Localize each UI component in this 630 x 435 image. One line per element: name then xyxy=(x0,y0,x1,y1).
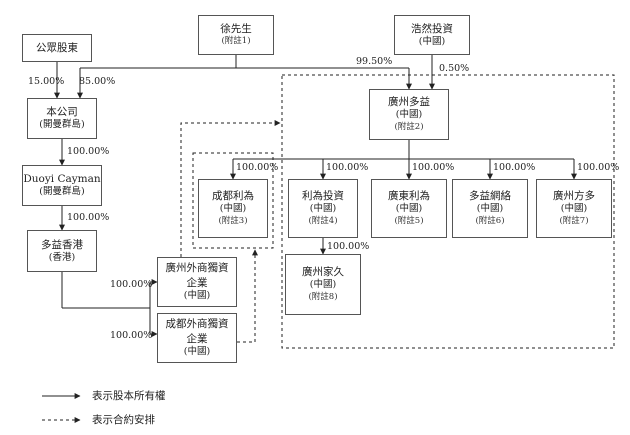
node-label-2: 企業 xyxy=(186,332,208,345)
node-gz-fangduo: 廣州方多 (中國) (附註7) xyxy=(536,179,612,238)
node-region: (開曼群島) xyxy=(39,186,85,198)
node-note: (附註3) xyxy=(218,216,248,227)
node-mr-xu: 徐先生 (附註1) xyxy=(198,15,274,55)
node-note: (附註8) xyxy=(308,292,338,303)
node-label: 本公司 xyxy=(46,106,78,118)
node-region: (中國) xyxy=(219,203,247,215)
node-region: (中國) xyxy=(560,203,588,215)
node-note: (附註7) xyxy=(559,216,589,227)
node-public-shareholders: 公眾股東 xyxy=(22,34,92,62)
pct-hk-cdwfoe: 100.00% xyxy=(110,330,153,341)
pct-public-company: 15.00% xyxy=(28,76,65,87)
node-region: (中國) xyxy=(183,345,211,357)
node-note: (附註2) xyxy=(394,122,424,133)
node-region: (中國) xyxy=(395,109,423,121)
node-gz-duoyi: 廣州多益 (中國) (附註2) xyxy=(369,89,449,140)
node-label: 廣州方多 xyxy=(553,190,595,203)
node-label: 廣州外商獨資 xyxy=(165,262,229,275)
node-region: (香港) xyxy=(48,251,76,263)
node-label: 多益香港 xyxy=(41,238,83,251)
node-note: (附註6) xyxy=(475,216,505,227)
node-gz-jiajiu: 廣州家久 (中國) (附註8) xyxy=(285,254,361,315)
pct-xu-company: 85.00% xyxy=(79,76,116,87)
node-gd-liwei: 廣東利為 (中國) (附註5) xyxy=(371,179,447,238)
pct-cayman-hk: 100.00% xyxy=(67,212,110,223)
node-label: 多益網絡 xyxy=(469,190,511,203)
edge-cdwfoe-contract xyxy=(237,249,258,343)
node-region: (中國) xyxy=(418,35,446,47)
pct-liweiinv-jiajiu: 100.00% xyxy=(327,241,370,252)
node-label: 廣州家久 xyxy=(302,266,344,279)
node-label: 廣州多益 xyxy=(388,96,430,109)
node-cd-wfoe: 成都外商獨資 企業 (中國) xyxy=(157,313,237,363)
node-region: (中國) xyxy=(183,289,211,301)
node-region: (中國) xyxy=(395,203,423,215)
node-gz-wfoe: 廣州外商獨資 企業 (中國) xyxy=(157,257,237,307)
node-cd-liwei: 成都利為 (中國) (附註3) xyxy=(198,179,268,238)
pct-gzduoyi-duoyinet: 100.00% xyxy=(493,162,536,173)
node-region: (中國) xyxy=(309,279,337,291)
legend-dashed: 表示合約安排 xyxy=(92,412,155,427)
node-label-2: 企業 xyxy=(186,276,208,289)
pct-hk-gzwfoe: 100.00% xyxy=(110,279,153,290)
node-label: 徐先生 xyxy=(220,23,252,36)
cdliwei-boundary xyxy=(192,152,274,249)
node-haoran-investment: 浩然投資 (中國) xyxy=(394,15,470,55)
node-label: 成都利為 xyxy=(212,190,254,203)
node-label: 利為投資 xyxy=(302,190,344,203)
pct-xu-gzduoyi: 99.50% xyxy=(356,56,393,67)
node-company: 本公司 (開曼群島) xyxy=(27,98,97,139)
node-label: 浩然投資 xyxy=(411,22,453,35)
node-label: 廣東利為 xyxy=(388,190,430,203)
pct-company-cayman: 100.00% xyxy=(67,146,110,157)
node-label: Duoyi Cayman xyxy=(23,173,101,185)
node-label: 公眾股東 xyxy=(36,41,78,54)
node-liwei-investment: 利為投資 (中國) (附註4) xyxy=(288,179,358,238)
pct-gzduoyi-fangduo: 100.00% xyxy=(577,162,620,173)
pct-haoran-gzduoyi: 0.50% xyxy=(439,63,470,74)
node-region: (開曼群島) xyxy=(39,119,85,131)
edge-gzwfoe-contract xyxy=(180,120,281,257)
pct-gzduoyi-gdliwei: 100.00% xyxy=(412,162,455,173)
node-note: (附註5) xyxy=(394,216,424,227)
legend-dashed-label: 表示合約安排 xyxy=(92,414,155,426)
node-region: (中國) xyxy=(476,203,504,215)
node-note: (附註1) xyxy=(221,36,251,47)
pct-gzduoyi-cdliwei: 100.00% xyxy=(236,162,279,173)
pct-gzduoyi-liweiinv: 100.00% xyxy=(326,162,369,173)
node-note: (附註4) xyxy=(308,216,338,227)
node-duoyi-network: 多益網絡 (中國) (附註6) xyxy=(452,179,528,238)
node-region: (中國) xyxy=(309,203,337,215)
legend-solid: 表示股本所有權 xyxy=(92,388,166,403)
legend-solid-label: 表示股本所有權 xyxy=(92,390,166,402)
node-duoyi-hk: 多益香港 (香港) xyxy=(27,230,97,272)
node-label: 成都外商獨資 xyxy=(165,318,229,331)
node-duoyi-cayman: Duoyi Cayman (開曼群島) xyxy=(22,165,102,206)
prc-entities-boundary xyxy=(281,74,615,349)
